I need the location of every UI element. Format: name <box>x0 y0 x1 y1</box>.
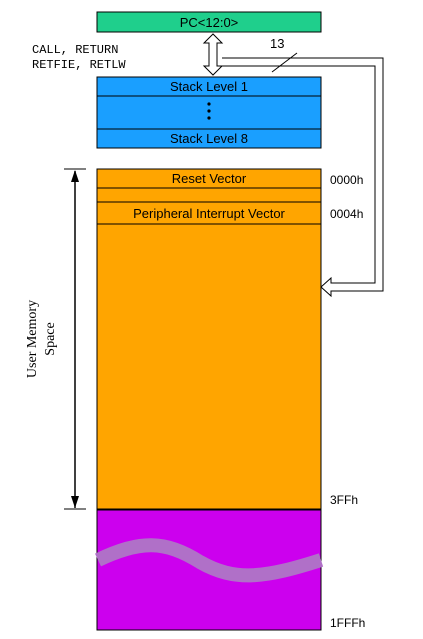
stack-ellipsis <box>207 102 211 120</box>
user-space-span-arrow <box>64 168 86 510</box>
pc-box <box>96 11 322 33</box>
instructions-line-1: CALL, RETURN <box>32 43 118 57</box>
pc-label: PC<12:0> <box>180 15 239 30</box>
memory-break-wave <box>94 538 324 583</box>
reset-vector-label: Reset Vector <box>172 171 247 186</box>
address-user-end: 3FFh <box>330 493 358 507</box>
user-space-label: User Memory Space <box>25 300 58 378</box>
stack-level-last: Stack Level 8 <box>170 131 248 146</box>
address-interrupt: 0004h <box>330 207 363 221</box>
interrupt-vector-label: Peripheral Interrupt Vector <box>133 206 285 221</box>
pc-stack-double-arrow <box>202 33 224 76</box>
instructions-line-2: RETFIE, RETLW <box>32 58 126 72</box>
bus-width-slash <box>271 52 298 73</box>
user-space-line-1: User Memory <box>25 300 40 378</box>
stack-level-first: Stack Level 1 <box>170 79 248 94</box>
address-reset: 0000h <box>330 173 363 187</box>
user-space-line-2: Space <box>43 322 58 355</box>
user-memory-block <box>96 168 322 510</box>
address-top: 1FFFh <box>330 616 365 630</box>
bus-width-label: 13 <box>270 36 284 51</box>
